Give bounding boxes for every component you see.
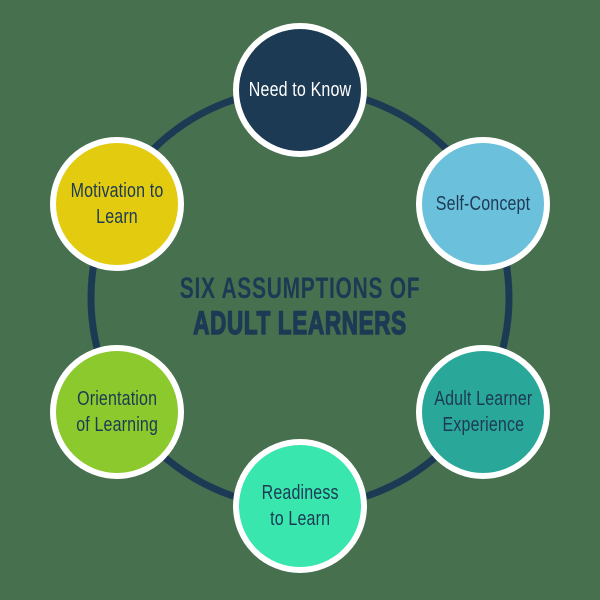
label-line: Motivation to <box>70 179 164 202</box>
title-line-2: ADULT LEARNERS <box>193 304 407 341</box>
circle-adult-learner-experience: Adult Learner Experience <box>416 345 550 479</box>
label-line: Learn <box>96 206 138 228</box>
circle-need-to-know: Need to Know <box>233 23 367 157</box>
circle-orientation-of-learning: Orientation of Learning <box>50 345 184 479</box>
label-line: of Learning <box>76 414 158 436</box>
label-line: to Learn <box>270 508 330 530</box>
circle-label-orientation-of-learning: Orientation of Learning <box>76 386 158 439</box>
circle-label-self-concept: Self-Concept <box>436 191 530 217</box>
label-line: Need to Know <box>248 78 352 101</box>
circle-motivation-to-learn: Motivation to Learn <box>50 137 184 271</box>
circle-readiness-to-learn: Readiness to Learn <box>233 439 367 573</box>
label-line: Experience <box>442 414 524 436</box>
title-line-1: SIX ASSUMPTIONS OF <box>179 272 421 305</box>
label-line: Self-Concept <box>435 192 531 215</box>
circle-label-adult-learner-experience: Adult Learner Experience <box>434 386 532 439</box>
circle-self-concept: Self-Concept <box>416 137 550 271</box>
circle-label-readiness-to-learn: Readiness to Learn <box>261 480 338 533</box>
diagram-title: SIX ASSUMPTIONS OF ADULT LEARNERS <box>90 272 510 342</box>
circle-label-motivation-to-learn: Motivation to Learn <box>71 178 164 231</box>
label-line: Adult Learner <box>433 387 533 410</box>
label-line: Readiness <box>261 481 339 504</box>
circle-label-need-to-know: Need to Know <box>249 77 351 103</box>
label-line: Orientation <box>76 387 158 410</box>
